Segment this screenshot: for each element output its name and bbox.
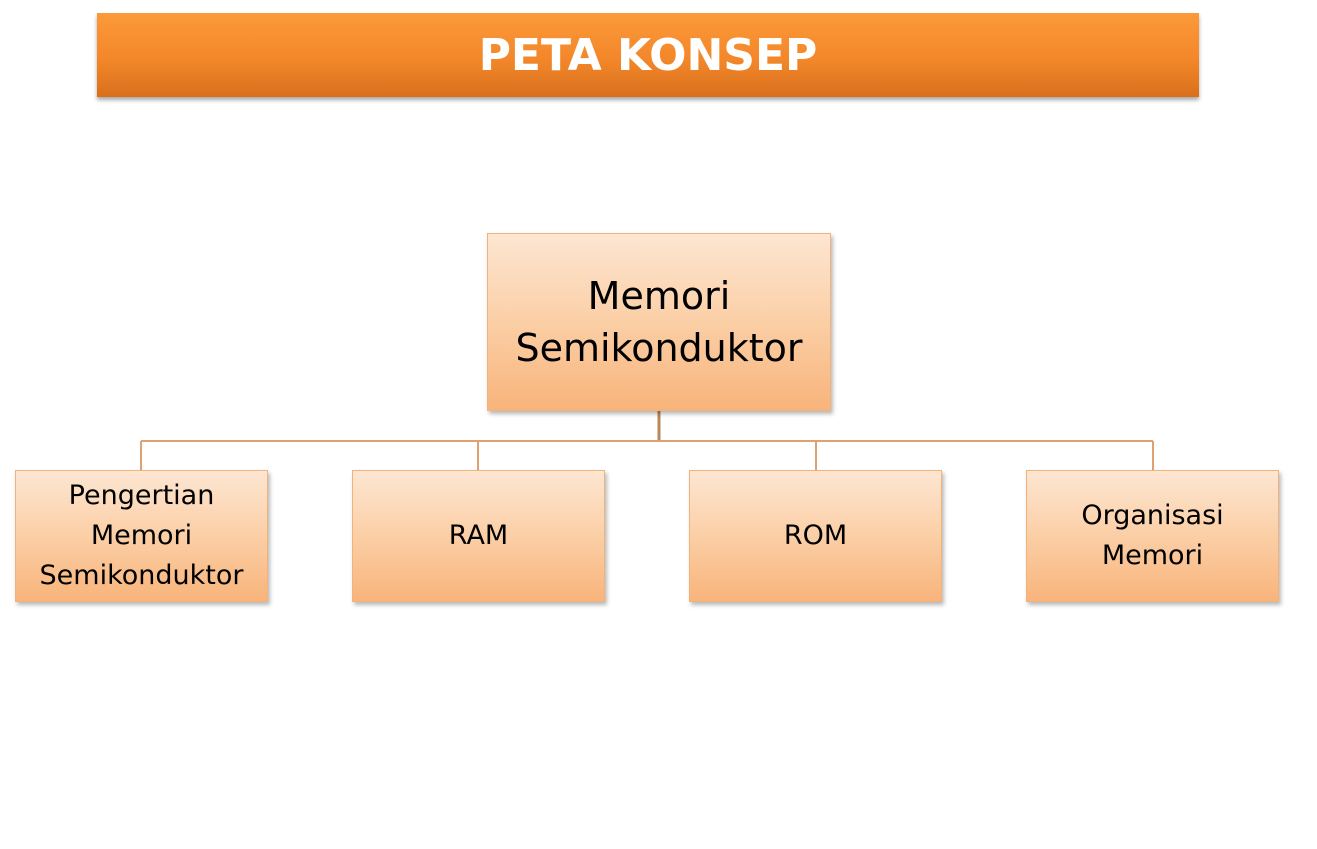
child-node-label: Pengertian Memori Semikonduktor — [39, 480, 244, 591]
child-node-ram: RAM — [352, 470, 605, 602]
child-node-rom: ROM — [689, 470, 942, 602]
root-node-label: Memori Semikonduktor — [515, 274, 803, 370]
child-node-pengertian: Pengertian Memori Semikonduktor — [15, 470, 268, 602]
child-node-label: ROM — [783, 520, 848, 551]
child-node-label: Organisasi Memori — [1081, 500, 1224, 571]
title-banner: PETA KONSEP — [97, 13, 1199, 97]
child-node-label: RAM — [448, 520, 509, 551]
root-node-memori-semikonduktor: Memori Semikonduktor — [487, 233, 831, 411]
page-title: PETA KONSEP — [478, 29, 818, 81]
child-node-organisasi: Organisasi Memori — [1026, 470, 1279, 602]
